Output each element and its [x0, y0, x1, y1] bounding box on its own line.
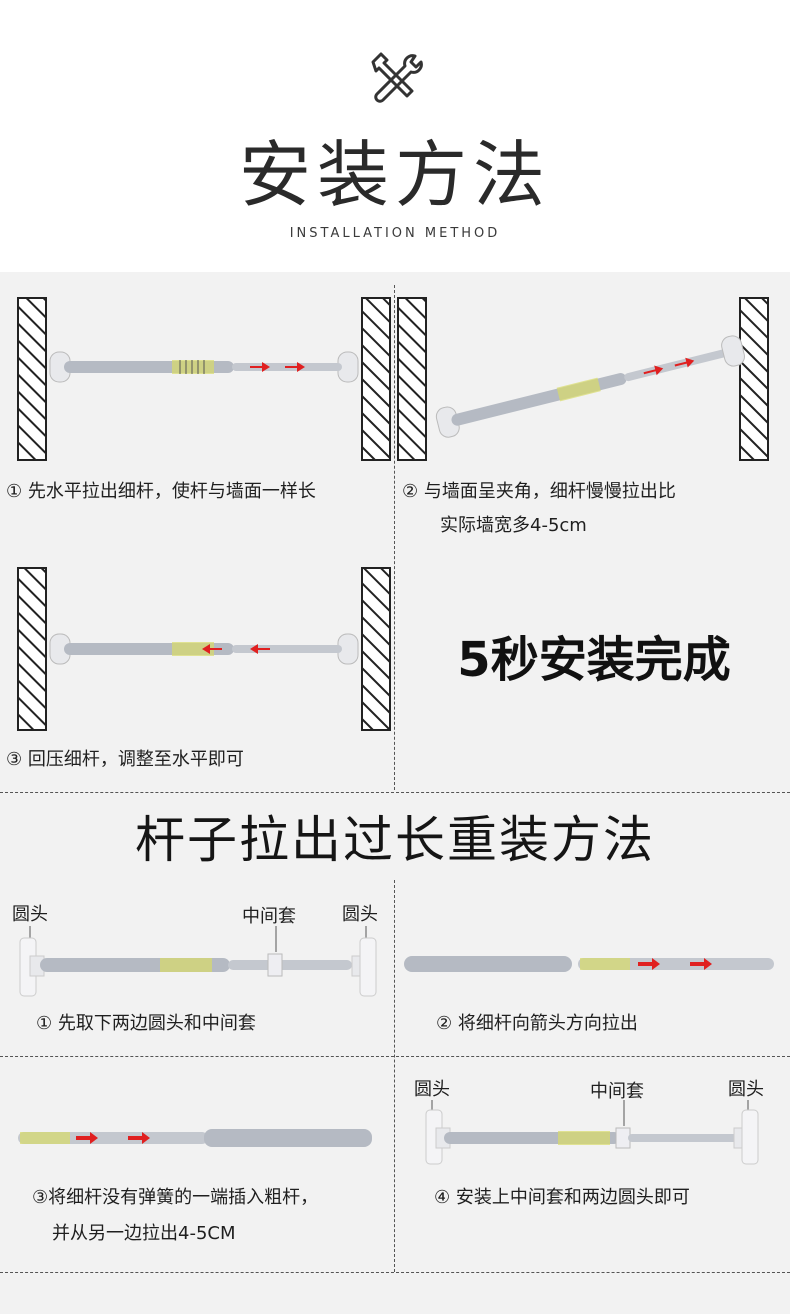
done-text: 5秒安装完成	[457, 632, 731, 688]
divider-vertical	[394, 285, 395, 790]
step3-diagram	[17, 567, 391, 731]
step2-diagram	[397, 297, 769, 461]
reinstall-step4-diagram	[425, 1100, 759, 1165]
reinstall-step3-caption-line2: 并从另一边拉出4-5CM	[52, 1223, 236, 1244]
divider-horizontal-2	[0, 1056, 790, 1057]
reinstall-step1-diagram	[19, 926, 377, 997]
reinstall-step3-diagram	[18, 1129, 372, 1147]
page-subtitle: INSTALLATION METHOD	[289, 226, 501, 241]
step1-diagram	[17, 297, 391, 461]
reinstall-step4-caption: ④ 安装上中间套和两边圆头即可	[434, 1187, 690, 1208]
wrench-screwdriver-icon	[371, 52, 423, 103]
header: 安装方法 INSTALLATION METHOD	[0, 0, 790, 272]
divider-horizontal-3	[0, 1272, 790, 1273]
page-title: 安装方法	[238, 133, 551, 217]
divider-vertical-2	[394, 880, 395, 1272]
label-end-cap-right: 圆头	[342, 904, 378, 925]
label-middle-sleeve-4: 中间套	[590, 1081, 644, 1102]
reinstall-title: 杆子拉出过长重装方法	[135, 811, 655, 869]
label-middle-sleeve: 中间套	[242, 906, 296, 927]
reinstall-step3-caption-line1: ③将细杆没有弹簧的一端插入粗杆，	[32, 1187, 319, 1208]
label-end-cap-left: 圆头	[12, 904, 48, 925]
step1-caption: ① 先水平拉出细杆，使杆与墙面一样长	[6, 481, 316, 502]
label-end-cap-left-4: 圆头	[414, 1079, 450, 1100]
arrow-icon	[250, 362, 305, 372]
reinstall-step2-caption: ② 将细杆向箭头方向拉出	[436, 1013, 638, 1034]
divider-horizontal	[0, 792, 790, 793]
installation-section	[0, 272, 790, 792]
label-end-cap-right-4: 圆头	[728, 1079, 764, 1100]
reinstall-step1-caption: ① 先取下两边圆头和中间套	[36, 1013, 256, 1034]
step2-caption-line1: ② 与墙面呈夹角，细杆慢慢拉出比	[402, 481, 676, 502]
step3-caption: ③ 回压细杆，调整至水平即可	[6, 749, 244, 770]
step2-caption-line2: 实际墙宽多4-5cm	[440, 515, 587, 536]
reinstall-step2-diagram	[404, 956, 774, 972]
